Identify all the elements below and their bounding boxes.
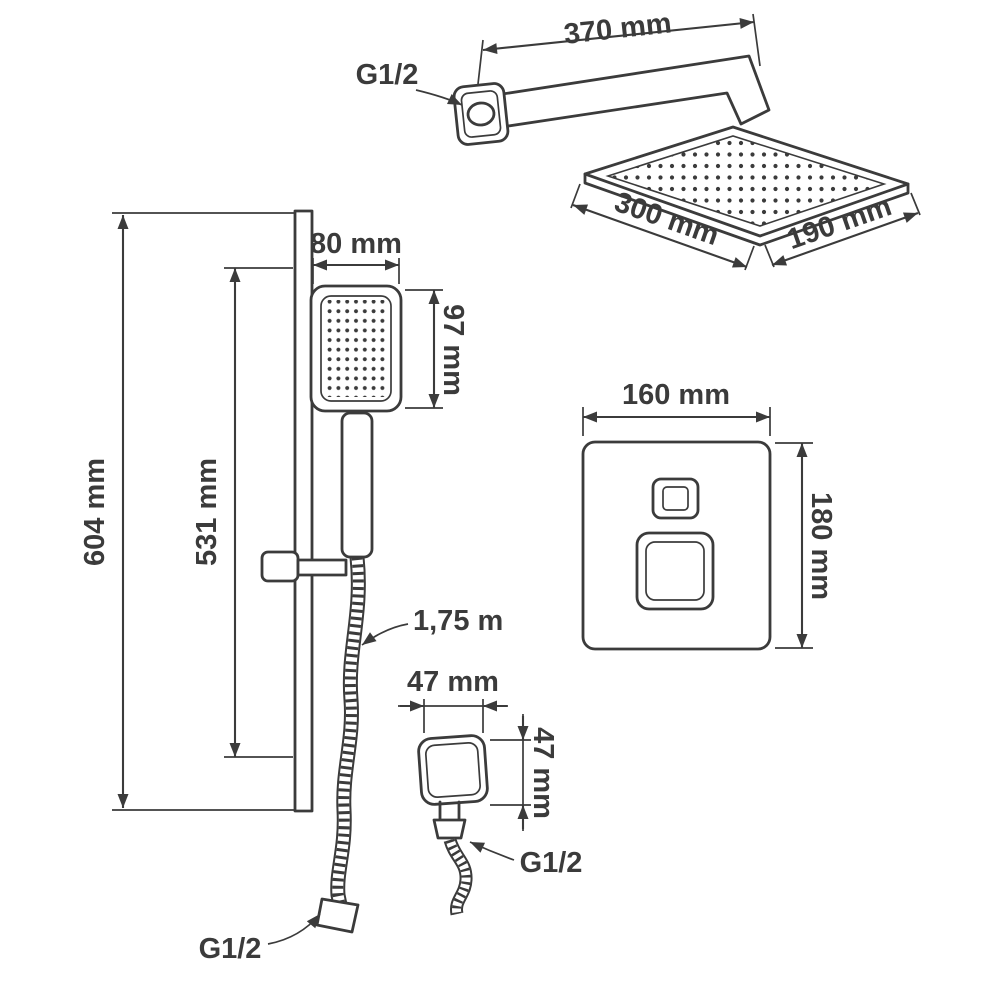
dim-rail-height: 531 mm <box>191 267 293 758</box>
wall-outlet-plate <box>417 734 489 806</box>
dim-label-outlet-height: 47 mm <box>527 727 559 819</box>
mixer-handle <box>635 531 715 611</box>
dim-hose-length: 1,75 m <box>361 605 503 646</box>
hose-thread-label: G1/2 <box>199 933 262 965</box>
dim-label-hand-shower-width: 80 mm <box>310 228 402 260</box>
hand-shower-nozzles <box>325 300 387 397</box>
slide-bar <box>293 209 314 813</box>
dim-label-rail-height: 531 mm <box>191 458 223 566</box>
dim-label-outlet-width: 47 mm <box>407 666 499 698</box>
outlet-stem <box>438 800 461 822</box>
dim-label-arm-length: 370 mm <box>562 7 673 50</box>
dim-label-mixer-height: 180 mm <box>805 492 837 600</box>
outlet-hose <box>443 837 473 916</box>
dim-outlet-width: 47 mm <box>398 666 508 733</box>
dim-label-hose-length: 1,75 m <box>413 605 503 637</box>
wall-flange <box>452 82 510 146</box>
hand-shower <box>309 284 403 934</box>
slider-knob <box>260 550 300 583</box>
label-outlet-thread: G1/2 <box>469 841 583 879</box>
shower-arm <box>494 54 771 129</box>
dim-total-height: 604 mm <box>79 212 294 811</box>
dim-mixer-width: 160 mm <box>582 379 771 436</box>
label-hose-thread: G1/2 <box>199 913 321 965</box>
dim-label-hand-shower-height: 97 mm <box>437 304 469 396</box>
hand-shower-face <box>320 295 392 402</box>
wall-outlet <box>417 734 489 916</box>
diverter-button-inner <box>662 486 689 511</box>
dim-outlet-height: 47 mm <box>490 714 559 831</box>
diverter-button <box>651 477 700 520</box>
dim-mixer-height: 180 mm <box>775 442 837 649</box>
hose-end-fitting <box>315 897 360 934</box>
outlet-nut <box>432 818 467 840</box>
mixer-faceplate <box>581 440 772 651</box>
slide-bar-assembly <box>260 209 348 813</box>
label-arm-thread: G1/2 <box>356 59 463 106</box>
dim-hand-shower-height: 97 mm <box>405 289 469 409</box>
head-rim <box>583 172 910 247</box>
wall-outlet-inner <box>425 742 481 798</box>
outlet-thread-label: G1/2 <box>520 847 583 879</box>
hand-shower-handle <box>340 411 374 559</box>
dim-hand-shower-width: 80 mm <box>310 228 402 284</box>
shower-hose <box>315 556 366 934</box>
mixer-plate <box>581 440 772 651</box>
dim-label-mixer-width: 160 mm <box>622 379 730 411</box>
mixer-handle-inner <box>645 541 705 601</box>
dim-label-total-height: 604 mm <box>79 458 111 566</box>
handset-holder-arm <box>296 558 348 577</box>
arm-thread-label: G1/2 <box>356 59 419 91</box>
